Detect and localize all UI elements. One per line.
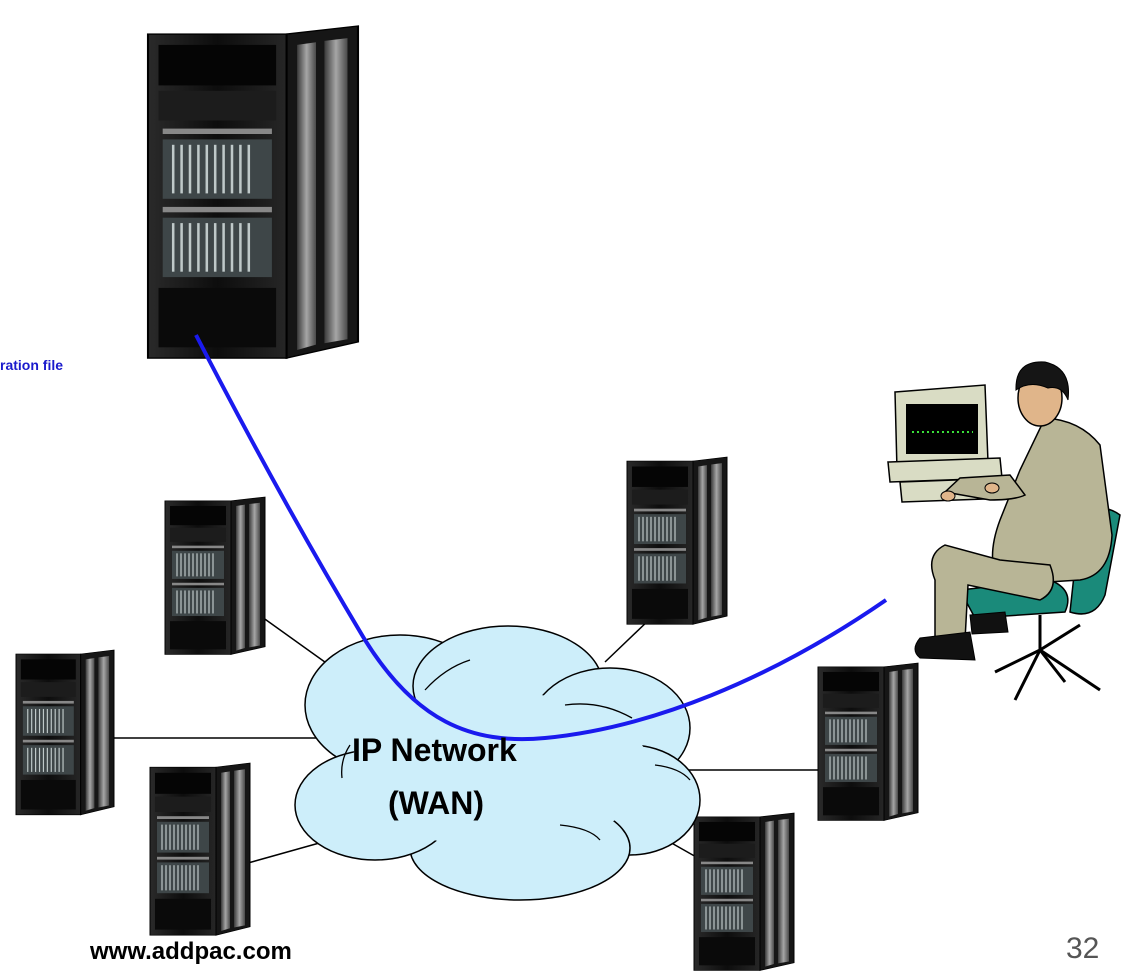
server-rack-icon-right [817, 662, 919, 822]
link-rack-bottom-left [247, 839, 331, 864]
server-rack-icon-bottom-left [149, 762, 251, 936]
server-rack-icon-top-left [164, 496, 266, 656]
cloud-inner-curves [341, 659, 691, 841]
annotation-label: ration file [0, 357, 64, 373]
footer-website: www.addpac.com [90, 938, 292, 965]
cloud-label-line2: (WAN) [388, 785, 484, 821]
cloud-label-line1: IP Network [352, 732, 517, 768]
config-file-path [194, 334, 888, 742]
server-rack-icon-top-right [626, 456, 728, 625]
page-number: 32 [1066, 932, 1100, 965]
server-rack-icon-main [146, 24, 360, 360]
server-rack-icon-left [15, 649, 115, 816]
network-cloud-icon [294, 625, 701, 901]
server-rack-icon-bottom-right [693, 812, 795, 972]
operator-workstation-icon [887, 361, 1121, 701]
